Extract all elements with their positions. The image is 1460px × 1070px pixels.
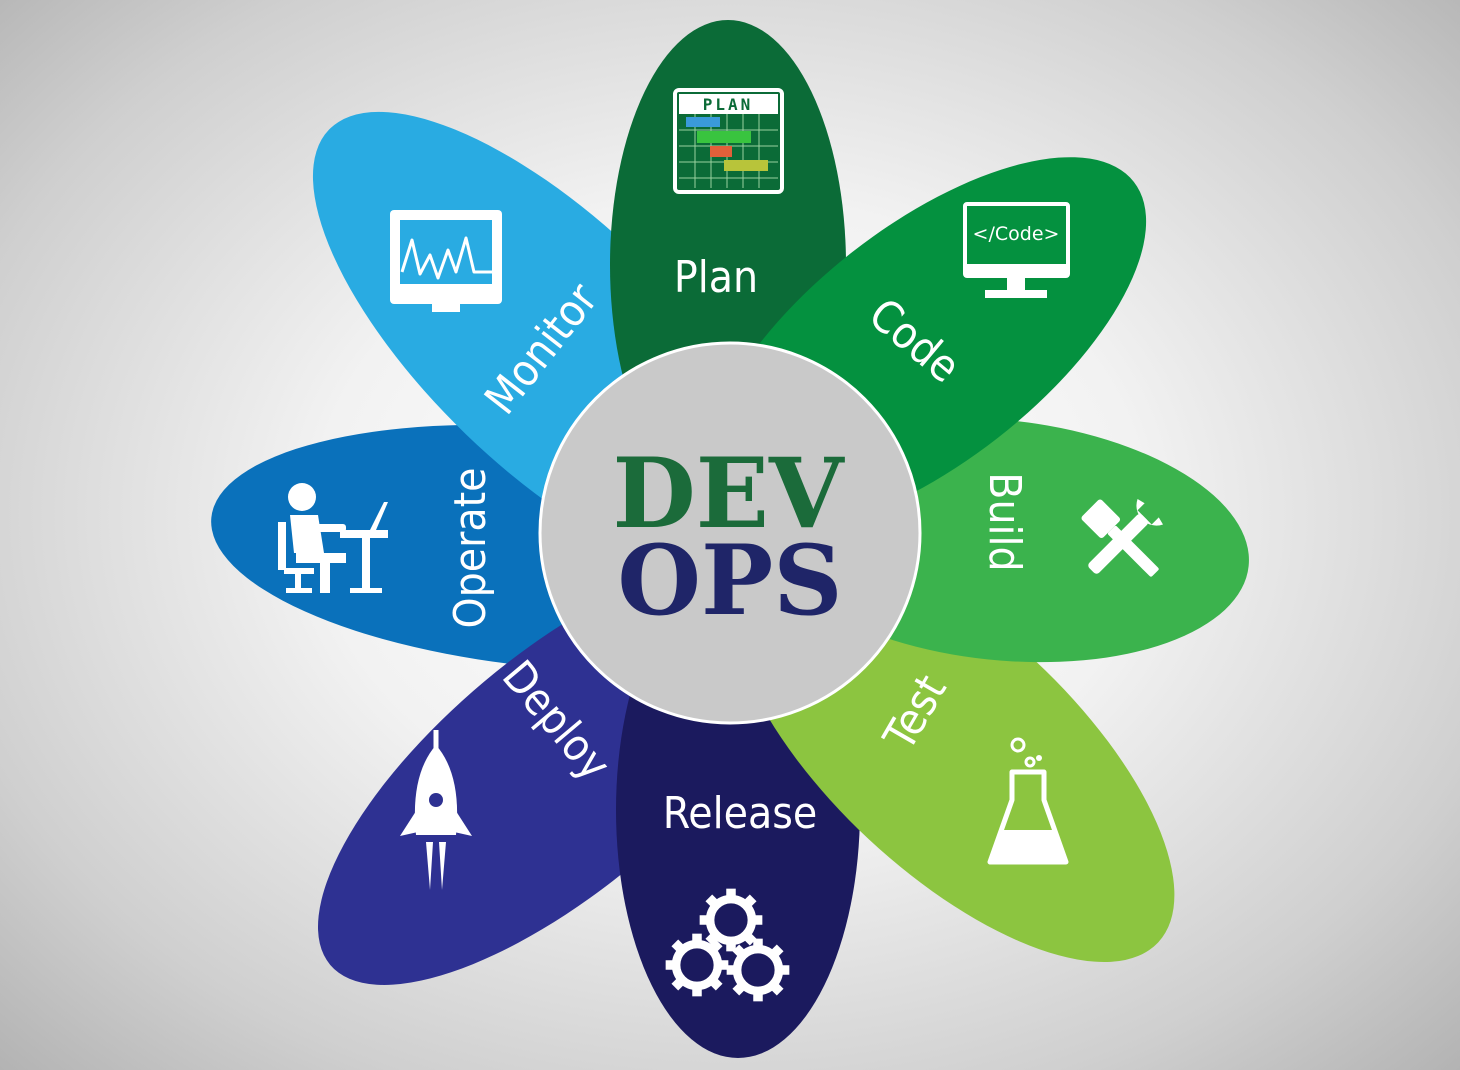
- center-hub: DEV OPS: [538, 341, 922, 725]
- plan-icon-text: PLAN: [703, 95, 754, 114]
- plan-chart-icon: PLAN: [673, 88, 784, 194]
- label-operate: Operate: [445, 467, 496, 628]
- flask-icon: [987, 737, 1069, 865]
- wrench-screwdriver-icon: [1081, 498, 1164, 577]
- code-icon-text: </Code>: [973, 223, 1060, 245]
- rocket-icon: [400, 730, 472, 890]
- person-at-desk-icon: [278, 483, 388, 593]
- label-release: Release: [663, 788, 818, 839]
- label-build: Build: [979, 472, 1030, 571]
- monitor-graph-icon: [390, 210, 502, 312]
- center-circle: [538, 341, 922, 725]
- monitor-code-icon: </Code>: [963, 202, 1070, 298]
- center-title-ops: OPS: [617, 524, 842, 637]
- center-title-dev: DEV: [613, 437, 845, 550]
- label-plan: Plan: [674, 252, 758, 303]
